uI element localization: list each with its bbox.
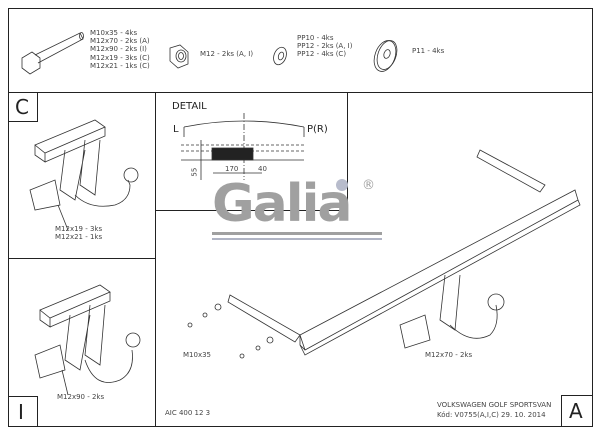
panel-i-towbar-sketch (34, 284, 141, 396)
panel-c-callout: M12x19 - 3ks M12x21 - 1ks (55, 225, 102, 241)
part-line: PP10 - 4ks (297, 34, 334, 42)
variant-label: A (569, 399, 583, 423)
logo-underline (212, 232, 382, 235)
detail-dim-width: 170 (225, 165, 239, 173)
spring-washer-icon (273, 46, 287, 66)
panel-i-label: I (18, 400, 24, 424)
callout-line: M12x21 - 1ks (55, 233, 103, 242)
part-line: M10x35 - 4ks (90, 29, 138, 37)
part-line: M12x19 - 3ks (C) (90, 53, 150, 62)
detail-left-label: L (173, 124, 179, 135)
detail-panel (155, 92, 348, 211)
part-line: PP12 - 2ks (A, I) (297, 42, 353, 51)
flat-washer-icon (373, 40, 398, 72)
bolt-icon (21, 32, 84, 75)
part-line: PP12 - 4ks (C) (297, 50, 347, 59)
nut-size: M12 - 2ks (A, I) (200, 50, 254, 58)
detail-sketch (181, 113, 305, 180)
panel-c-label: C (15, 95, 29, 119)
logo-registered-mark: ® (362, 178, 375, 193)
nut-icon (169, 44, 189, 69)
spring-washer-sizes: PP10 - 4ks PP12 - 2ks (A, I) PP12 - 4ks … (297, 34, 352, 59)
detail-title: DETAIL (172, 101, 207, 112)
bolt-sizes: M10x35 - 4ks M12x70 - 2ks (A) M12x90 - 2… (90, 29, 150, 70)
part-line: M12x70 - 2ks (A) (90, 37, 150, 46)
vehicle-name: VOLKSWAGEN GOLF SPORTSVAN (437, 401, 552, 409)
ball-callout: M12x70 - 2ks (425, 351, 473, 359)
callout-line: M12x19 - 3ks (55, 225, 103, 233)
variant-box (561, 395, 593, 427)
detail-dim-height: 55 (190, 167, 199, 177)
logo-text: Galia (212, 174, 353, 234)
drawing-code: AIC 400 12 3 (165, 409, 211, 417)
panel-c-towbar-sketch (29, 119, 139, 231)
galia-logo: Galia ® (212, 178, 382, 240)
kod-date: Kód: V0755(A,I,C) 29. 10. 2014 (437, 411, 546, 419)
panel-i-label-box (8, 396, 38, 427)
part-line: M12x90 - 2ks (I) (90, 45, 147, 54)
panel-i (8, 258, 156, 427)
detail-right-label: P(R) (307, 124, 328, 135)
detail-dim-offset: 40 (258, 165, 267, 173)
panel-i-callout: M12x90 - 2ks (57, 393, 105, 401)
logo-dot (336, 179, 348, 191)
main-towbar-sketch (187, 149, 581, 359)
logo-underline-2 (212, 238, 382, 240)
bolt-callout: M10x35 (183, 351, 211, 359)
flat-washer-size: P11 - 4ks (412, 47, 445, 55)
panel-c-label-box (8, 92, 38, 122)
part-line: M12x21 - 1ks (C) (90, 61, 150, 70)
